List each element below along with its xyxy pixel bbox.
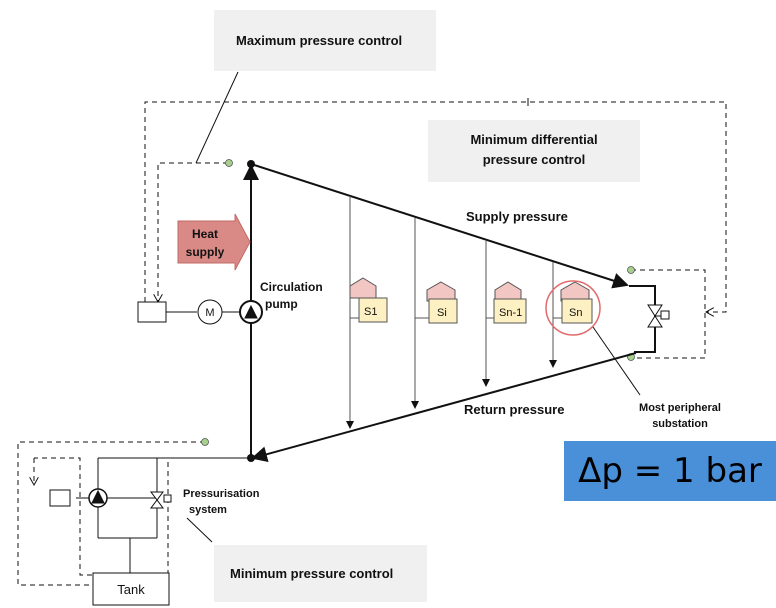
substation-sn: Sn [553,281,593,324]
main-pipe-network [243,163,656,463]
substation-sn-1: Sn-1 [486,281,527,324]
pressurisation-label-line2: system [189,504,227,516]
substation-si-label: Si [437,307,447,319]
highlight-circle [545,280,601,336]
substation-sn-1-label: Sn-1 [499,307,522,319]
peripheral-loop [629,285,656,353]
heat-supply-arrow: Heat supply [177,213,251,271]
control-signal-lines-top [17,101,727,586]
heat-supply-label-line2: supply [186,245,225,259]
peripheral-valve-icon [647,304,670,328]
peripheral-leader-line [592,326,641,396]
circulation-pump-assembly [137,299,263,325]
substation-s1: S1 [349,277,388,323]
sensor-dot-supply [225,159,233,167]
return-pressure-label: Return pressure [464,402,564,417]
sensor-dots [201,159,635,446]
minimum-pressure-control-label: Minimum pressure control [230,566,394,581]
sensor-dot-return [201,438,209,446]
circulation-pump-label-line1: Circulation [260,280,323,294]
return-pipe [251,352,637,463]
minimum-differential-label-line1: Minimum differential [470,132,598,147]
delta-p-box: Δp = 1 bar [564,441,776,501]
heat-supply-label-line1: Heat [192,227,218,241]
maximum-pressure-control-box: Maximum pressure control [214,10,436,71]
pressurisation-valve-icon [150,491,164,501]
substation-s1-label: S1 [364,306,377,318]
substation-branches [346,196,557,429]
circulation-pump-label-line2: pump [265,297,298,311]
supply-pressure-label: Supply pressure [466,209,568,224]
tank-box [92,572,170,606]
pressurisation-label-line1: Pressurisation [183,488,260,500]
substation-si: Si [415,281,458,324]
supply-pipe [250,163,629,289]
substation-sn-label: Sn [569,307,582,319]
controller-box [137,301,167,323]
pressurisation-system [49,457,251,573]
max-pressure-leader-line [195,71,239,164]
minimum-pressure-control-box: Minimum pressure control [214,545,427,602]
pressurisation-controller-box [49,489,71,507]
tank-label: Tank [117,582,145,597]
most-peripheral-label-line2: substation [652,418,708,430]
maximum-pressure-control-label: Maximum pressure control [236,33,403,48]
sensor-dot-peripheral-supply [627,266,635,274]
minimum-differential-label-line2: pressure control [482,152,586,167]
most-peripheral-label-line1: Most peripheral [639,402,721,414]
minimum-differential-pressure-control-box: Minimum differential pressure control [428,120,640,182]
motor-label: M [205,307,214,319]
